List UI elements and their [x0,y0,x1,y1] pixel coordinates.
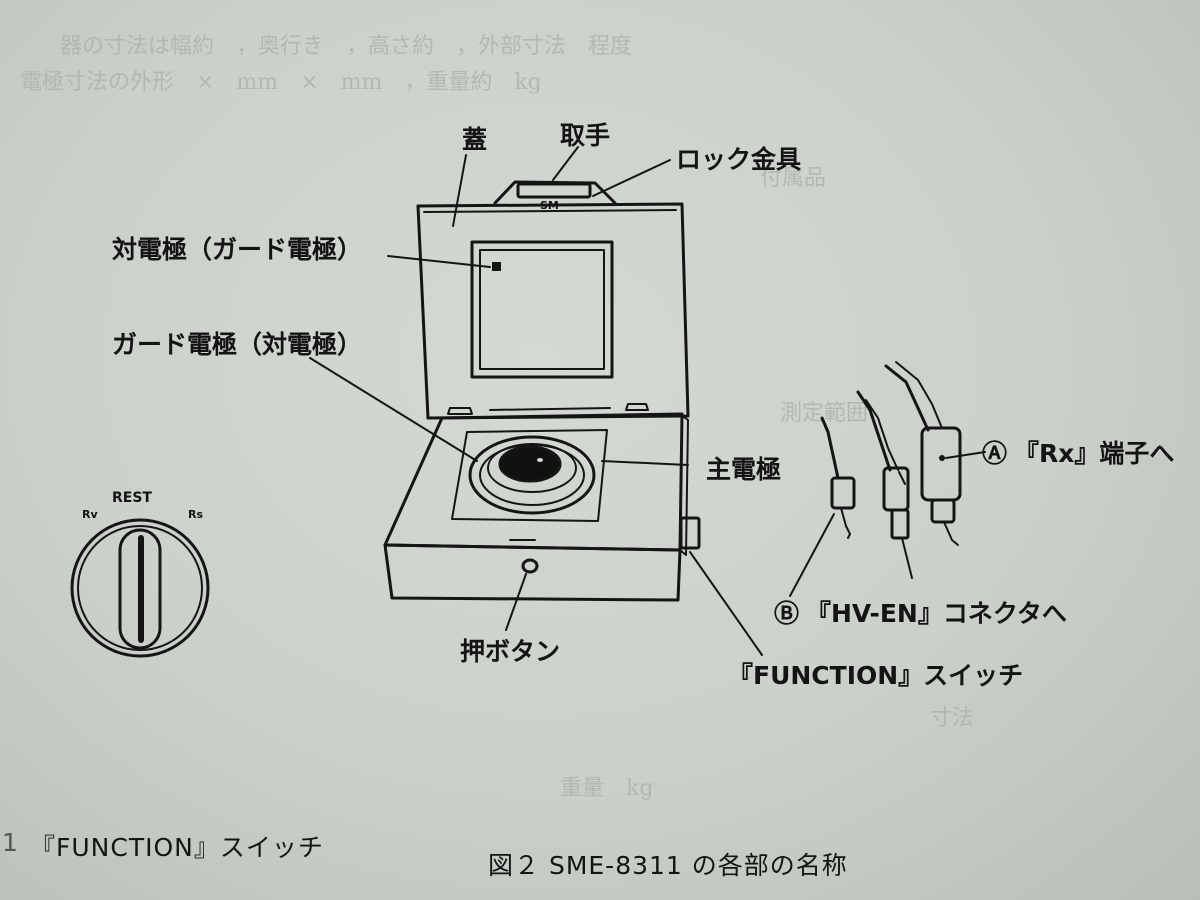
lead-c-shank [930,498,956,524]
leader-guard-electrode [309,357,478,462]
label-rx-terminal: 『Rx』端子へ [1014,439,1175,468]
marker-a: Ⓐ [982,439,1008,468]
bleed-through-text: 器の寸法は幅約 ，奥行き ，高さ約 ，外部寸法 程度 [60,34,633,59]
counter-electrode-frame [470,240,614,379]
lead-a-body [830,476,856,510]
main-electrode-spot [537,458,543,462]
lead-b-tip [901,537,913,579]
function-dial-face [77,525,203,651]
leader-lock [592,159,671,197]
counter-electrode-plate [479,249,605,370]
bleed-through-text: 付属品 [760,166,827,191]
lead-b-body [882,466,910,512]
label-counter-electrode: 対電極（ガード電極） [112,235,363,264]
label-hv-en-connector: 『HV-EN』コネクタへ [806,599,1067,628]
label-lock-fitting: ロック金具 [676,145,802,174]
dial-rs-label: Rs [188,508,204,521]
label-handle: 取手 [560,121,611,150]
hinge-right [625,403,649,411]
function-dial-ring [70,518,210,658]
leader-handle [552,146,579,181]
main-electrode-disc [498,445,562,483]
leader-lid [452,154,467,227]
bleed-through-text: 寸法 [930,706,975,731]
leader-lead-b [898,471,906,485]
dial-rest-label: REST [112,490,152,506]
label-main-electrode: 主電極 [706,455,782,484]
leader-lead-a [789,513,835,597]
label-push-button: 押ボタン [460,637,561,666]
lid-panel [416,202,690,420]
hinge-left [447,407,473,415]
leader-counter-electrode [387,255,491,268]
lead-a-tip [840,507,851,539]
dial-rv-label: Rv [82,508,98,521]
bleed-through-text: 重量 kg [560,776,654,801]
guard-ring-outer [468,435,596,515]
marker-b: Ⓑ [774,599,800,628]
leader-function-switch [689,551,763,656]
lead-b-shank [890,508,910,540]
caption-left-number: 1 [2,828,19,857]
label-guard-electrode: ガード電極（対電極） [112,330,363,359]
hinge-center [489,407,611,411]
lead-c-tip [943,521,959,546]
figure-caption: 図２ SME-8311 の各部の名称 [488,851,848,880]
leader-main-electrode [601,460,689,466]
lead-c-dot [939,455,945,461]
lid-panel-inner [423,209,677,213]
lead-a-wire [820,416,840,480]
function-dial-lever [118,528,162,650]
bleed-through-text: 電極寸法の外形 × mm × mm ，重量約 kg [20,70,542,95]
lead-b-wire-2 [865,399,899,471]
leader-push-button [505,573,527,631]
lead-c-body [920,426,962,502]
label-function-switch: 『FUNCTION』スイッチ [728,661,1024,690]
lead-b-wire [856,390,892,472]
lock-mark: SM [540,199,559,212]
lid-handle-grip [516,182,592,199]
base-front [383,543,682,602]
push-button-shape [521,558,539,574]
leader-lead-c [945,451,986,459]
label-lid: 蓋 [462,125,488,154]
lead-c-wire-2 [895,361,943,429]
electrode-plate [451,429,608,522]
caption-function-switch: 『FUNCTION』スイッチ [30,833,324,862]
counter-electrode-marker [492,262,501,271]
main-electrode-ring [487,443,577,493]
function-switch-knob [679,516,701,550]
lead-c-wire [884,364,930,432]
base-side [679,413,689,556]
